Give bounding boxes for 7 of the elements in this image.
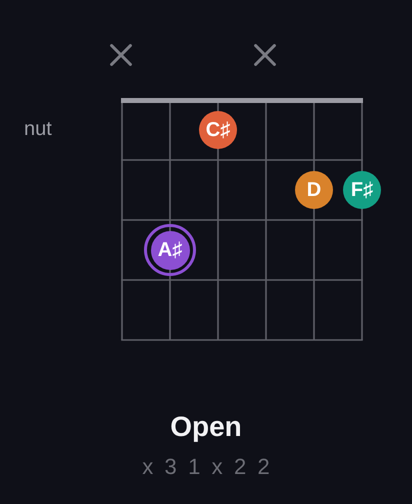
- note-marker: C♯: [199, 111, 237, 149]
- chord-title: Open: [170, 412, 242, 443]
- root-note-marker: A♯: [144, 224, 196, 276]
- note-marker: D: [295, 171, 333, 209]
- note-marker: F♯: [343, 171, 381, 209]
- fingering-label: x 3 1 x 2 2: [141, 455, 272, 480]
- nut-label: nut: [24, 118, 52, 140]
